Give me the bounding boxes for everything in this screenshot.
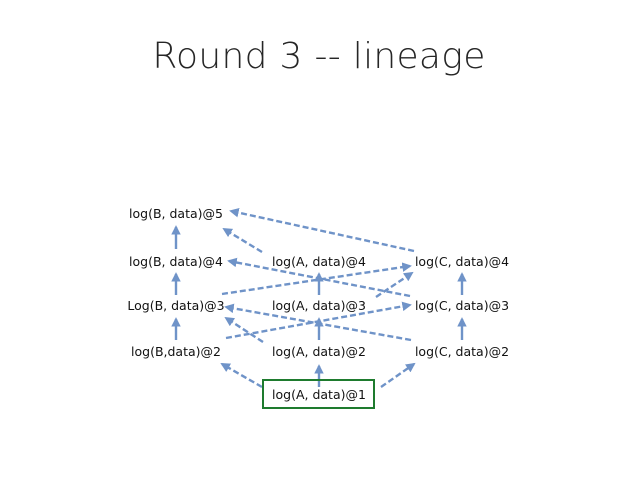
node-c4: log(C, data)@4: [415, 254, 509, 269]
node-b4: log(B, data)@4: [129, 254, 223, 269]
edge-c4-b5: [229, 207, 415, 253]
root-node-box: [262, 379, 375, 409]
node-c2: log(C, data)@2: [415, 344, 509, 359]
edge-a4-b5: [222, 227, 263, 254]
edge-a3-c4: [375, 271, 414, 298]
node-a2: log(A, data)@2: [272, 344, 366, 359]
solid-edges: [171, 225, 467, 387]
edge-a1-c2: [380, 362, 416, 388]
node-a1: log(A, data)@1: [272, 387, 366, 402]
node-a4: log(A, data)@4: [272, 254, 366, 269]
edge-a1-b2: [220, 362, 263, 389]
node-b5: log(B, data)@5: [129, 206, 223, 221]
node-c3: log(C, data)@3: [415, 298, 509, 313]
node-b3: Log(B, data)@3: [127, 298, 224, 313]
node-b2: log(B,data)@2: [131, 344, 221, 359]
node-a3: log(A, data)@3: [272, 298, 366, 313]
node-labels: log(B, data)@5 log(B, data)@4 log(A, dat…: [127, 206, 509, 402]
edge-a2-b3: [224, 316, 264, 344]
slide-title: Round 3 -- lineage: [152, 36, 486, 77]
